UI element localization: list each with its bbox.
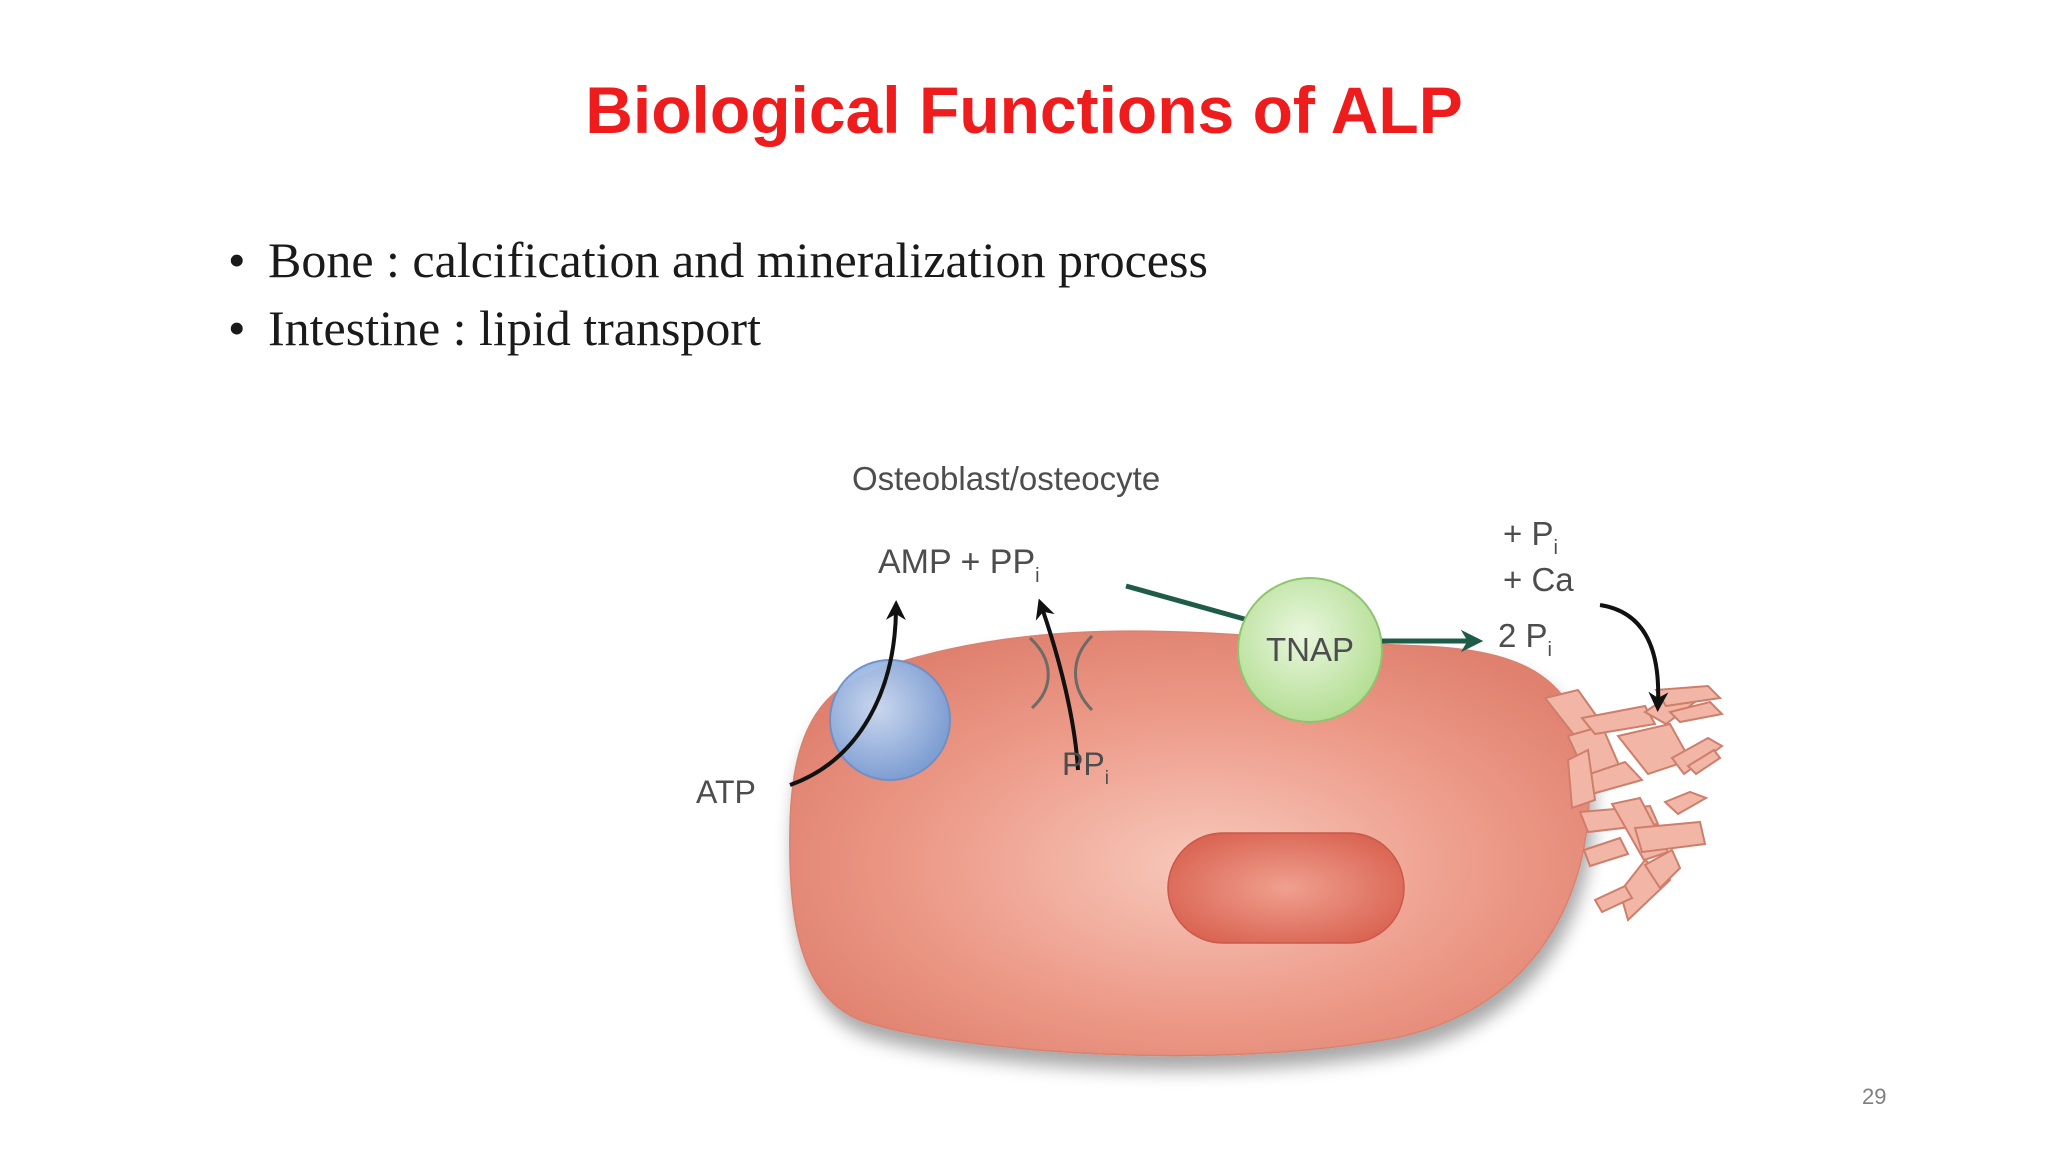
- two-pi-label: 2 Pi: [1498, 617, 1552, 661]
- subscript-i: i: [1035, 565, 1039, 587]
- bullet-item-bone: • Bone : calcification and mineralization…: [228, 226, 1208, 294]
- amp-ppi-label: AMP + PPi: [878, 543, 1040, 587]
- bullet-text-bone: Bone : calcification and mineralization …: [268, 232, 1208, 288]
- cell-type-label: Osteoblast/osteocyte: [852, 460, 1160, 497]
- atp-transporter: [829, 659, 951, 781]
- ppi-export-arrow: [1035, 598, 1080, 771]
- subscript-i: i: [1553, 537, 1557, 559]
- bullet-text-intestine: Intestine : lipid transport: [268, 300, 761, 356]
- bullet-dot: •: [228, 300, 246, 356]
- pp-text: PP: [1062, 746, 1105, 782]
- atp-label: ATP: [696, 774, 756, 810]
- amp-pp-text: AMP + PP: [878, 543, 1035, 581]
- tnap-enzyme: [1237, 577, 1383, 723]
- subscript-i: i: [1548, 639, 1552, 661]
- tnap-label: TNAP: [1266, 631, 1354, 668]
- ppi-to-tnap-arrow: [1125, 583, 1249, 623]
- mineral-crystals: [1543, 684, 1725, 922]
- ppi-label: PPi: [1062, 746, 1109, 789]
- plus-pi-label: + Pi: [1503, 515, 1558, 559]
- atp-to-amp-arrow: [789, 600, 906, 787]
- subscript-i: i: [1105, 768, 1109, 789]
- ion-channel: [1028, 634, 1094, 712]
- alp-diagram: Osteoblast/osteocyte AMP + PPi PPi ATP T…: [696, 460, 1725, 1057]
- cell-nucleus: [1167, 832, 1405, 944]
- plus-ca-label: + Ca: [1503, 561, 1574, 598]
- bullet-dot: •: [228, 232, 246, 288]
- pi-ca-to-crystal-arrow: [1599, 603, 1669, 712]
- two-p-text: 2 P: [1498, 617, 1548, 654]
- bullet-list: • Bone : calcification and mineralization…: [228, 226, 1208, 362]
- plus-p-text: + P: [1503, 515, 1553, 552]
- page-number: 29: [1862, 1084, 1887, 1109]
- slide-title: Biological Functions of ALP: [585, 73, 1463, 147]
- bullet-item-intestine: • Intestine : lipid transport: [228, 294, 1208, 362]
